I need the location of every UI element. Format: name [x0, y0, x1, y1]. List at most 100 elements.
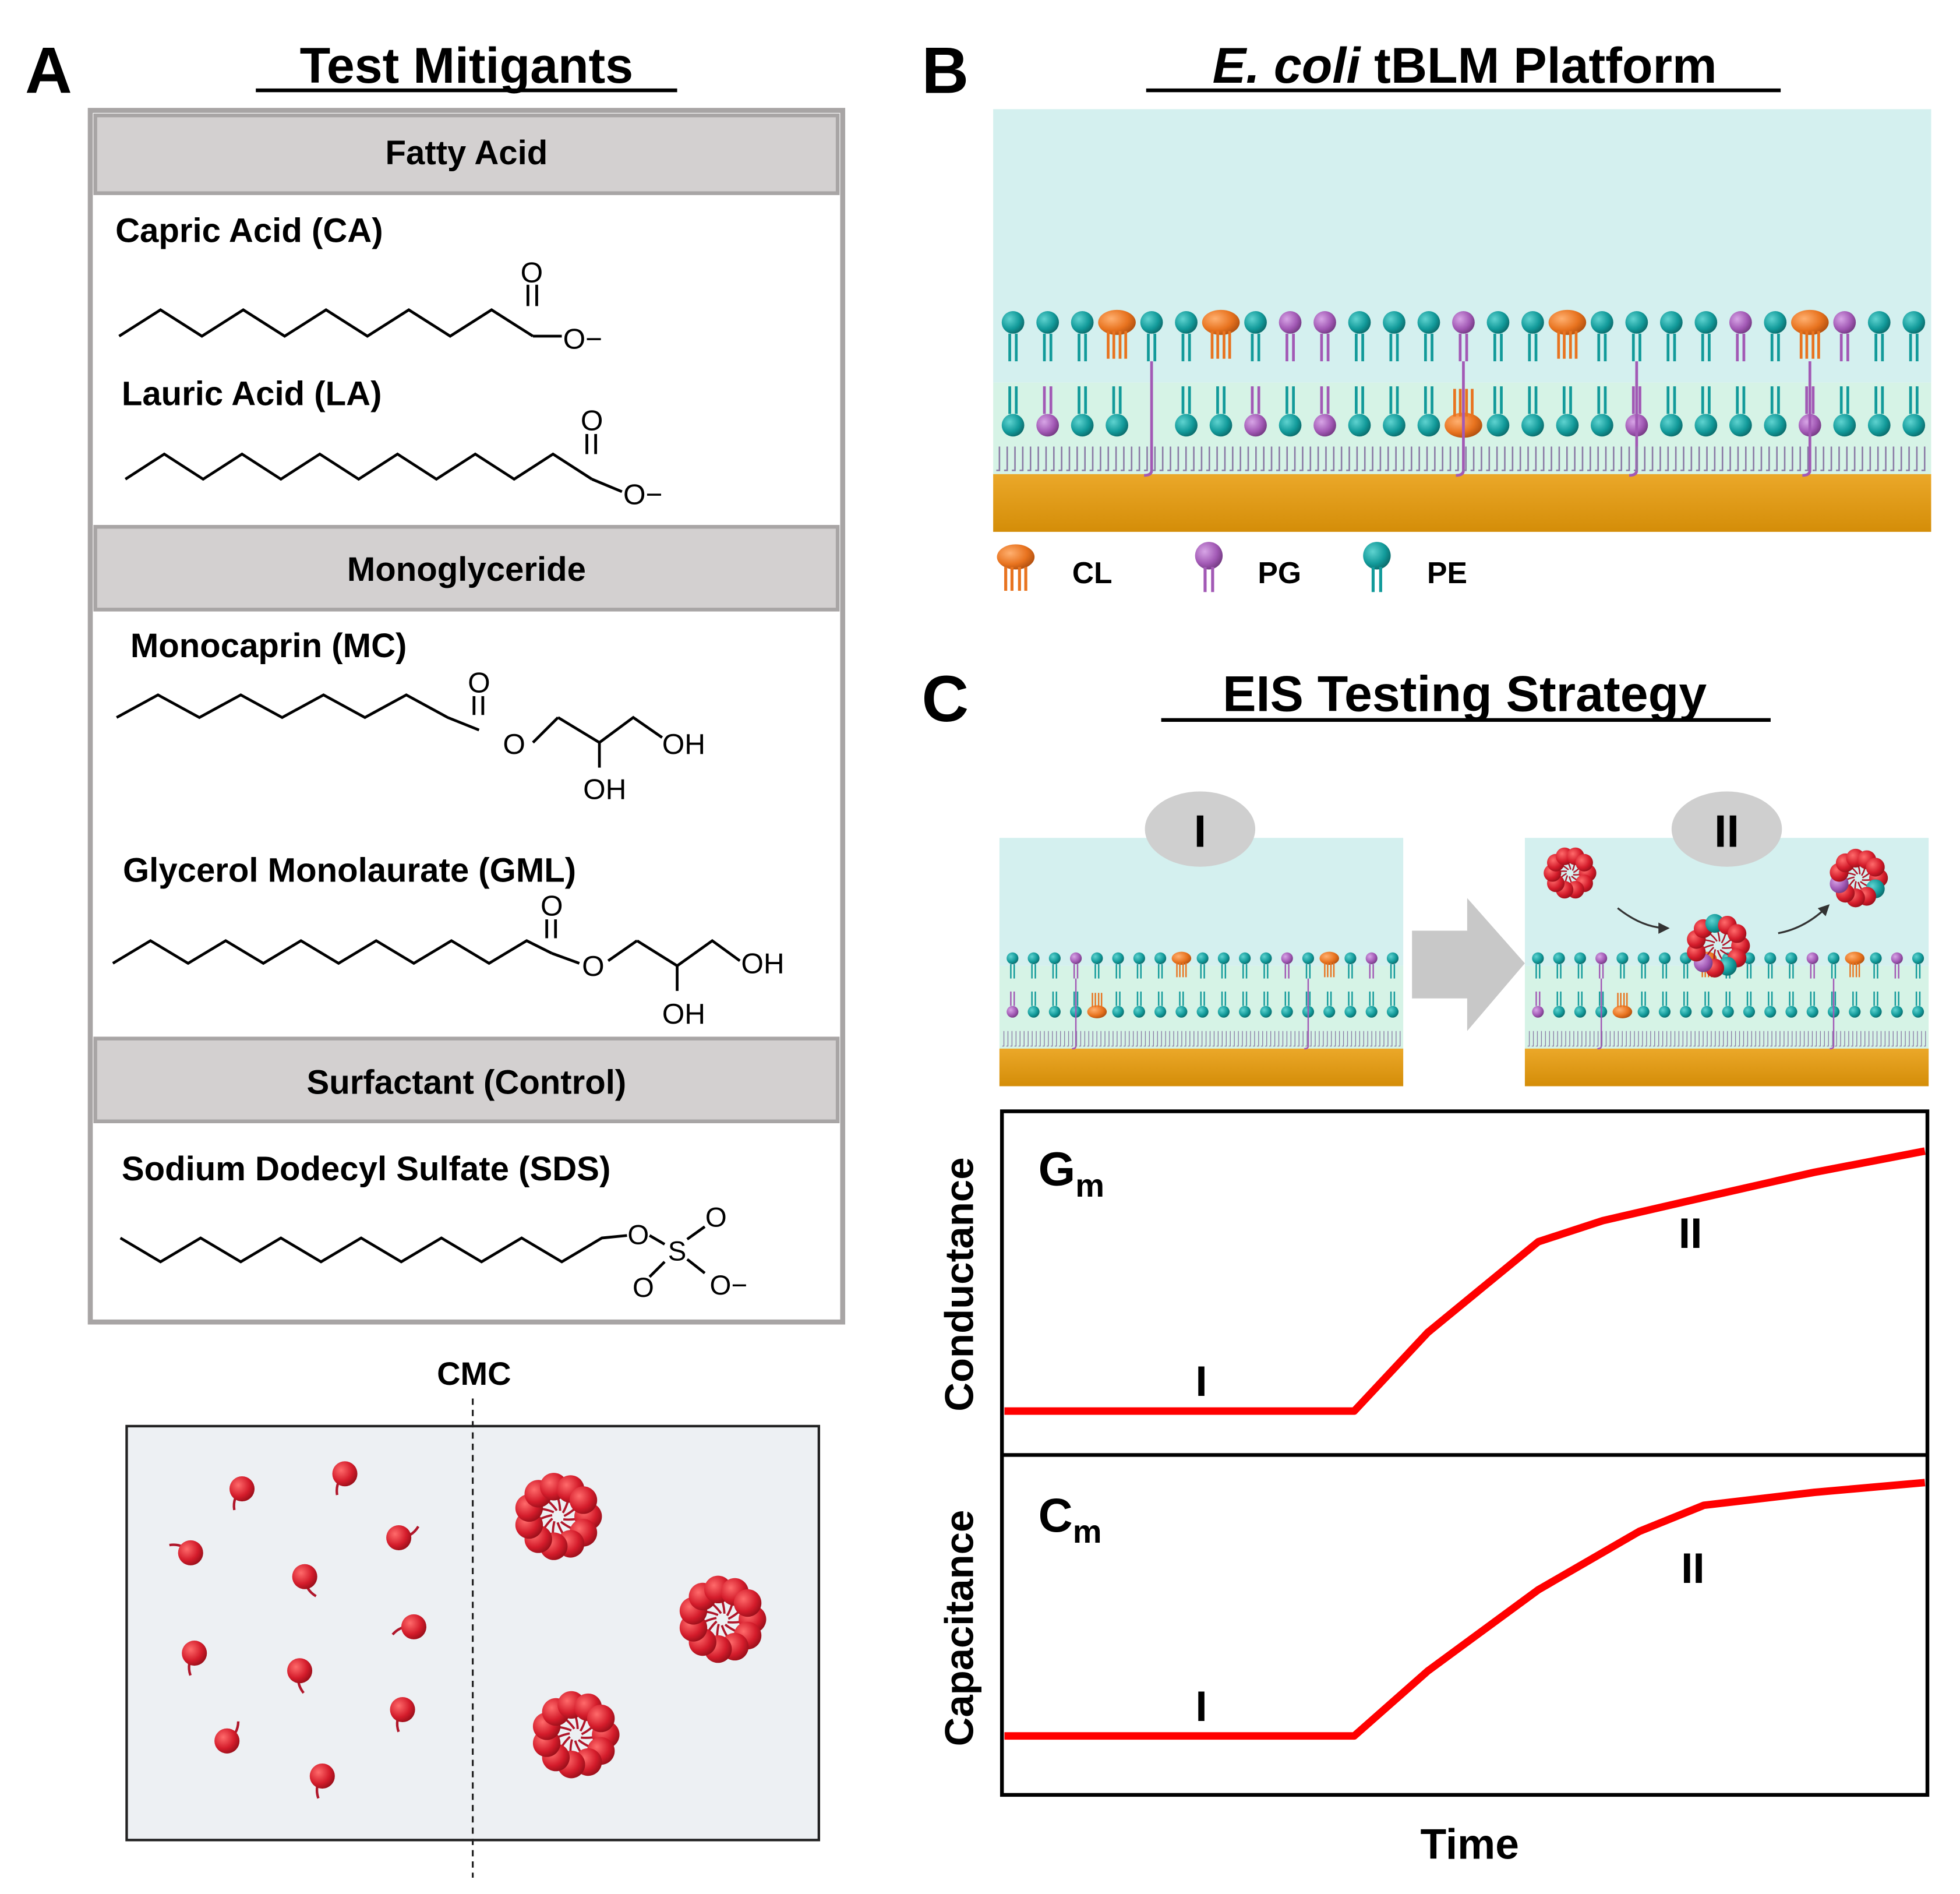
spacer-molecule: [1105, 446, 1110, 471]
spacer-molecule: [1091, 1031, 1093, 1047]
pe-lipid: [1743, 991, 1756, 1018]
spacer-molecule: [1714, 1031, 1716, 1047]
spacer-molecule: [1721, 1031, 1724, 1047]
spacer-molecule: [1054, 1031, 1057, 1047]
spacer-molecule: [1874, 446, 1879, 471]
spacer-molecule: [1398, 1031, 1401, 1047]
spacer-molecule: [1307, 446, 1312, 471]
lipid-head: [1845, 951, 1865, 965]
glycerol-monolaurate-structure: [112, 919, 741, 991]
spacer-molecule: [1701, 1031, 1704, 1047]
spacer-molecule: [1677, 1031, 1680, 1047]
lipid-head: [1036, 311, 1060, 334]
spacer-molecule: [1797, 446, 1802, 471]
spacer-molecule: [1034, 1031, 1037, 1047]
monomer-group: [169, 1461, 426, 1799]
spacer-molecule: [1786, 1031, 1789, 1047]
lipid-head: [1098, 309, 1136, 335]
spacer-molecule: [1685, 1031, 1687, 1047]
spacer-molecule: [1198, 446, 1203, 471]
spacer-molecule: [1447, 446, 1452, 471]
pe-lipid: [1071, 311, 1094, 362]
spacer-molecule: [1208, 1031, 1211, 1047]
pe-lipid: [1112, 952, 1124, 979]
lipid-head: [1452, 311, 1475, 334]
spacer-molecule: [1082, 446, 1086, 471]
spacer-molecule: [1568, 1031, 1570, 1047]
spacer-molecule: [1672, 446, 1677, 471]
lipid-head: [1722, 1006, 1734, 1018]
spacer-molecule: [1855, 1031, 1857, 1047]
pg-lipid: [1279, 311, 1302, 362]
spacer-molecule: [1127, 1031, 1130, 1047]
lipid-head: [1112, 1006, 1124, 1018]
cl-lipid: [1845, 951, 1865, 978]
gm-symbol: Gm: [1039, 1143, 1104, 1204]
spacer-molecule: [1750, 446, 1754, 471]
spacer-molecule: [1781, 446, 1786, 471]
spacer-molecule: [1027, 446, 1032, 471]
spacer-molecule: [1890, 446, 1895, 471]
pe-lipid: [1106, 386, 1128, 437]
spacer-molecule: [1681, 1031, 1684, 1047]
pg-lipid: [1313, 386, 1336, 437]
stage-i-bilayer: [1002, 951, 1401, 1050]
spacer-molecule: [1509, 446, 1514, 471]
lipid-head: [1612, 1005, 1633, 1018]
spacer-molecule: [1366, 1031, 1368, 1047]
pe-lipid: [1196, 991, 1209, 1018]
lipid-head: [1279, 414, 1302, 437]
spacer-molecule: [1733, 1031, 1736, 1047]
micelle-head: [587, 1704, 615, 1733]
spacer-molecule: [1160, 1031, 1162, 1047]
capacitance-curve: [1004, 1479, 1926, 1740]
lipid-head: [1171, 951, 1192, 965]
lipid-head: [1048, 1006, 1061, 1018]
spacer-molecule: [1478, 446, 1482, 471]
spacer-molecule: [1212, 1031, 1215, 1047]
pg-lipid: [1729, 311, 1752, 362]
spacer-molecule: [1735, 446, 1739, 471]
spacer-molecule: [1224, 1031, 1227, 1047]
spacer-molecule: [1047, 1031, 1049, 1047]
spacer-molecule: [1066, 446, 1071, 471]
lipid-head: [1729, 414, 1752, 437]
spacer-molecule: [1192, 1031, 1195, 1047]
lipid-head: [1202, 309, 1240, 335]
spacer-molecule: [1079, 1031, 1082, 1047]
spacer-molecule: [1843, 1031, 1845, 1047]
spacer-molecule: [1175, 446, 1179, 471]
lipid-head: [1591, 414, 1613, 437]
lipid-head: [1001, 414, 1025, 437]
spacer-molecule: [1540, 446, 1545, 471]
cl-lipid: [1319, 951, 1339, 978]
spacer-molecule: [1727, 446, 1731, 471]
pe-lipid: [1870, 952, 1882, 979]
spacer-molecule: [1152, 1031, 1154, 1047]
spacer-molecule: [1313, 1031, 1316, 1047]
spacer-molecule: [1269, 1031, 1272, 1047]
pe-lipid: [1091, 952, 1103, 979]
pe-lipid: [1591, 311, 1613, 362]
spacer-molecule: [1742, 446, 1747, 471]
spacer-molecule: [1789, 446, 1793, 471]
pe-lipid: [1553, 952, 1565, 979]
spacer-molecule: [1361, 446, 1366, 471]
spacer-molecule: [1182, 446, 1187, 471]
spacer-molecule: [1754, 1031, 1756, 1047]
spacer-molecule: [1596, 1031, 1599, 1047]
pe-lipid: [1785, 952, 1797, 979]
pe-lipid: [1133, 991, 1145, 1018]
spacer-molecule: [1758, 1031, 1760, 1047]
spacer-molecule: [1276, 446, 1280, 471]
micelle-group: [515, 1473, 767, 1779]
stage-ii-label: II: [1714, 806, 1739, 856]
spacer-molecule: [1030, 1031, 1033, 1047]
spacer-molecule: [1629, 1031, 1631, 1047]
spacer-molecule: [1159, 446, 1164, 471]
lipid-head: [1833, 414, 1856, 437]
spacer-molecule: [1572, 1031, 1574, 1047]
spacer-molecule: [1014, 1031, 1017, 1047]
lipid-head: [1087, 1005, 1107, 1018]
